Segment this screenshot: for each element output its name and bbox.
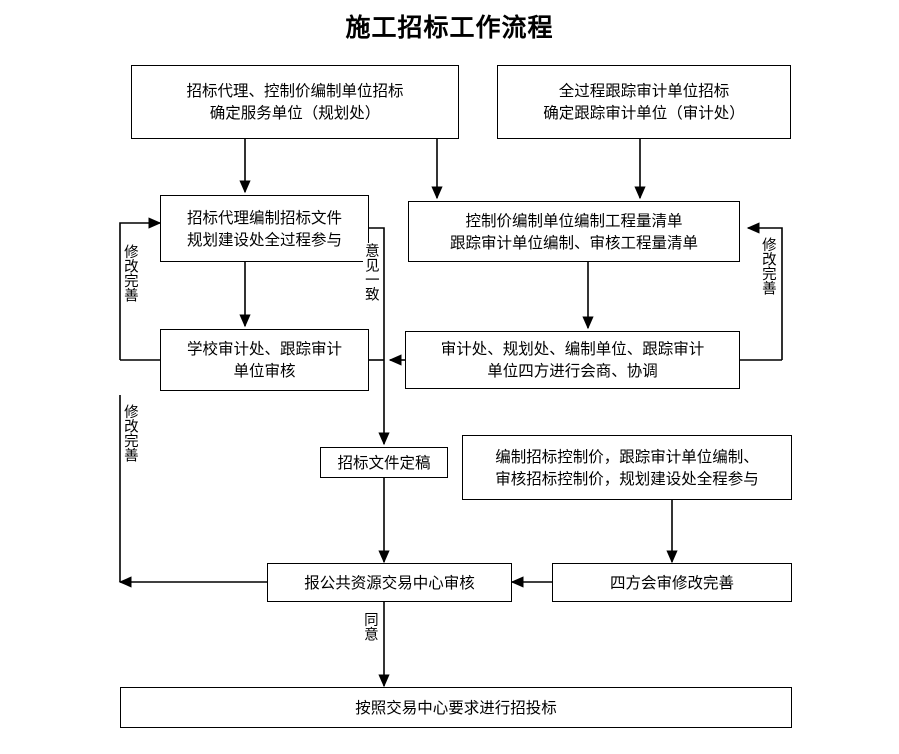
edge-label-left-upper: 修改完善 xyxy=(121,244,138,302)
node-line: 招标代理、控制价编制单位招标 xyxy=(186,82,404,100)
node-school-audit-review[interactable]: 学校审计处、跟踪审计 单位审核 xyxy=(160,329,369,391)
node-submit-public-resources-center[interactable]: 报公共资源交易中心审核 xyxy=(267,563,512,602)
node-line: 确定服务单位（规划处） xyxy=(209,104,381,122)
node-quantity-bill-preparation[interactable]: 控制价编制单位编制工程量清单 跟踪审计单位编制、审核工程量清单 xyxy=(408,201,740,262)
node-line: 四方会审修改完善 xyxy=(609,573,734,592)
node-line: 按照交易中心要求进行招投标 xyxy=(355,698,557,717)
node-four-party-consultation[interactable]: 审计处、规划处、编制单位、跟踪审计 单位四方进行会商、协调 xyxy=(405,331,740,389)
edge-label-left-lower: 修改完善 xyxy=(121,404,138,462)
node-tender-agency-selection[interactable]: 招标代理、控制价编制单位招标 确定服务单位（规划处） xyxy=(131,65,459,139)
edge-label-agree: 同意 xyxy=(361,612,378,641)
node-line: 审核招标控制价，规划建设处全程参与 xyxy=(495,469,759,488)
node-line: 单位审核 xyxy=(233,362,296,380)
edge-label-middle-consensus: 意见一致 xyxy=(362,243,379,301)
node-line: 规划建设处全过程参与 xyxy=(186,230,342,249)
node-line: 控制价编制单位编制工程量清单 xyxy=(465,211,683,230)
page-title: 施工招标工作流程 xyxy=(345,13,554,42)
node-four-party-revision[interactable]: 四方会审修改完善 xyxy=(552,563,792,602)
node-tender-document-finalized[interactable]: 招标文件定稿 xyxy=(320,447,448,478)
node-line: 审计处、规划处、编制单位、跟踪审计 xyxy=(440,340,705,358)
node-control-price-preparation[interactable]: 编制招标控制价，跟踪审计单位编制、 审核招标控制价，规划建设处全程参与 xyxy=(462,435,792,500)
node-line: 全过程跟踪审计单位招标 xyxy=(558,82,730,100)
node-line: 报公共资源交易中心审核 xyxy=(304,573,475,592)
node-line: 编制招标控制价，跟踪审计单位编制、 xyxy=(495,447,759,466)
node-line: 确定跟踪审计单位（审计处） xyxy=(543,104,745,122)
node-line: 跟踪审计单位编制、审核工程量清单 xyxy=(449,233,698,252)
node-line: 学校审计处、跟踪审计 xyxy=(186,340,342,358)
edge-label-right: 修改完善 xyxy=(759,237,776,295)
node-tracking-audit-selection[interactable]: 全过程跟踪审计单位招标 确定跟踪审计单位（审计处） xyxy=(497,65,791,139)
node-conduct-bidding[interactable]: 按照交易中心要求进行招投标 xyxy=(120,687,792,728)
node-line: 招标代理编制招标文件 xyxy=(186,208,342,227)
node-line: 招标文件定稿 xyxy=(337,453,431,472)
node-agency-prepares-documents[interactable]: 招标代理编制招标文件 规划建设处全过程参与 xyxy=(160,195,369,262)
node-line: 单位四方进行会商、协调 xyxy=(487,362,658,380)
